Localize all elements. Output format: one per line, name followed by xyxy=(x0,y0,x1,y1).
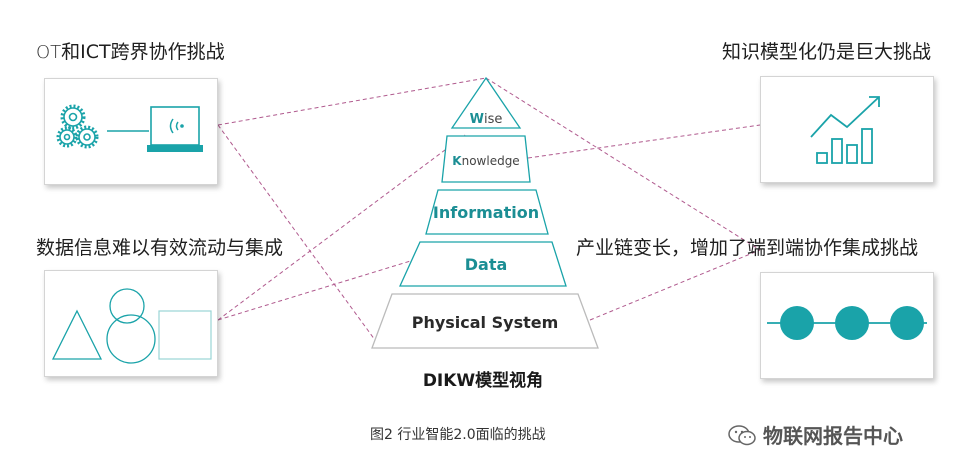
pyramid-level-data xyxy=(398,241,567,287)
pyramid: Wise Knowledge Information Data Physical… xyxy=(371,76,599,349)
circles-icon xyxy=(106,288,156,364)
connector-line xyxy=(527,124,761,159)
panel-ot-ict xyxy=(44,78,218,185)
pyramid-level-knowledge xyxy=(441,135,531,183)
panel-knowledge-model xyxy=(760,76,934,183)
panel-data-flow xyxy=(44,270,218,377)
pyramid-level-information xyxy=(425,189,549,235)
watermark: 物联网报告中心 xyxy=(727,420,903,449)
pyramid-text-base: Physical System xyxy=(412,313,559,332)
panel-data-flow-graphic xyxy=(51,288,212,364)
figure-caption: 图2 行业智能2.0面临的挑战 xyxy=(370,427,546,443)
triangle-icon xyxy=(51,309,103,360)
label-knowledge-model-challenge: 知识模型化仍是巨大挑战 xyxy=(722,41,932,63)
gears-icon xyxy=(56,104,99,149)
rising-bar-chart-icon xyxy=(810,96,880,164)
connector-line xyxy=(217,134,466,321)
pyramid-text-knowledge: Knowledge xyxy=(452,154,519,168)
pyramid-text-wise: Wise xyxy=(470,112,503,127)
watermark-text: 物联网报告中心 xyxy=(763,424,903,448)
label-data-flow-challenge: 数据信息难以有效流动与集成 xyxy=(36,237,284,259)
panel-supply-chain xyxy=(760,272,934,379)
pyramid-level-wise xyxy=(450,76,522,129)
connector-line xyxy=(217,254,431,321)
label-ot-ict-challenge: OT和ICT跨界协作挑战 xyxy=(36,41,225,63)
connector-line xyxy=(217,124,376,341)
wireless-laptop-icon xyxy=(147,106,203,152)
connector-line xyxy=(589,249,761,321)
pyramid-base-physical-system xyxy=(371,293,599,349)
dashed-connectors xyxy=(217,77,761,341)
connected-dots-icon xyxy=(767,306,927,340)
diagram-title: DIKW模型视角 xyxy=(422,371,544,391)
wechat-icon xyxy=(728,424,756,445)
pyramid-text-data: Data xyxy=(465,255,508,274)
connector-line xyxy=(485,77,761,251)
label-supply-chain-challenge: 产业链变长，增加了端到端协作集成挑战 xyxy=(576,237,919,259)
pyramid-text-information: Information xyxy=(433,203,539,222)
square-icon xyxy=(158,310,212,360)
panel-ot-ict-graphic xyxy=(56,104,203,152)
connector-line xyxy=(217,77,487,126)
